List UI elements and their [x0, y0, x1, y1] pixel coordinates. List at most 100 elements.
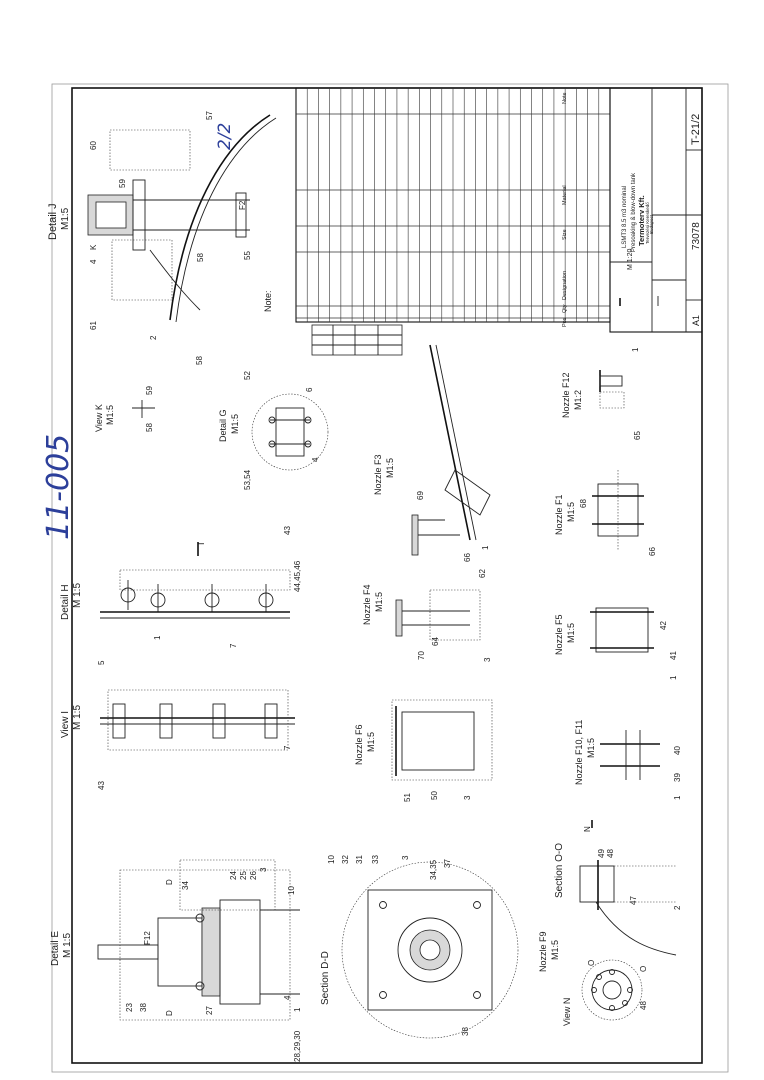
nozzle-f1: Nozzle F1 M1:5 68 66: [554, 470, 657, 556]
section-oo: Section O-O N 49 48 47 2: [554, 820, 682, 956]
callout-de-28: 28,29,30: [293, 1030, 302, 1062]
column-note: Note: [562, 92, 568, 104]
callout-oo-49: 49: [597, 849, 606, 858]
nozzle-f10-scale: M1:5: [586, 738, 596, 758]
label-f2: F2: [238, 200, 247, 210]
detail-g-title: Detail G: [218, 409, 228, 442]
callout-de-d1: D: [165, 879, 174, 885]
title-line-2: Presoaking & blow-down tank: [631, 172, 637, 252]
nozzle-f9-title: Nozzle F9: [538, 931, 548, 972]
view-k-scale: M1:5: [105, 405, 115, 425]
callout-vn-48: 48: [639, 1001, 648, 1010]
callout-f5-42: 42: [659, 621, 668, 630]
nozzle-f3-title: Nozzle F3: [373, 454, 383, 495]
callout-f1-68: 68: [579, 499, 588, 508]
view-i-scale: M 1:5: [72, 705, 83, 730]
callout-dd-33: 33: [371, 855, 380, 864]
callout-dh-44: 44,45,46: [293, 560, 302, 592]
callout-dd-34: 34,35: [429, 859, 438, 880]
callout-de-27: 27: [205, 1006, 214, 1015]
nozzle-f3: Nozzle F3 M1:5 69 66 62 1: [373, 344, 491, 578]
callout-vk-59: 59: [145, 386, 154, 395]
callout-de-25: 25: [239, 871, 248, 880]
nozzle-f4-title: Nozzle F4: [362, 584, 372, 625]
callout-dd-38: 38: [461, 1027, 470, 1036]
callout-57: 57: [205, 111, 214, 120]
nozzle-f5-title: Nozzle F5: [554, 614, 564, 655]
detail-g: Detail G M1:5 52 6 53,54 4: [218, 371, 329, 490]
detail-e-title: Detail E: [50, 931, 61, 966]
section-dd-title: Section D-D: [320, 951, 331, 1005]
callout-dg-4: 4: [311, 457, 320, 462]
callout-f4-70: 70: [417, 651, 426, 660]
title-block: LSMT3 8.5 m3 nominal Presoaking & blow-d…: [609, 87, 703, 333]
callout-f6-51: 51: [403, 793, 412, 802]
callout-dd-31: 31: [355, 855, 364, 864]
note-label: Note:: [263, 290, 273, 312]
callout-61: 61: [89, 321, 98, 330]
callout-dd-10: 10: [327, 855, 336, 864]
callout-f12-65: 65: [633, 431, 642, 440]
callout-59: 59: [118, 179, 127, 188]
title-line-1: LSMT3 8.5 m3 nominal: [622, 186, 628, 248]
callout-dh-43: 43: [283, 526, 292, 535]
company-line-2: Tervezési Kereskedő: [645, 202, 650, 244]
company-name: Termoterv Kft.: [637, 195, 646, 246]
callout-dg-53: 53,54: [243, 469, 252, 490]
section-oo-title: Section O-O: [554, 843, 565, 898]
column-designation: Designation: [562, 271, 568, 300]
callout-f10-40: 40: [673, 746, 682, 755]
view-k-title: View K: [94, 404, 104, 432]
detail-e: Detail E M 1:5 D 34 24 25 26 3 10 F12 23…: [50, 859, 302, 1062]
callout-dg-6: 6: [305, 387, 314, 392]
callout-60: 60: [89, 141, 98, 150]
detail-j-scale: M1:5: [60, 207, 71, 230]
callout-58b: 58: [196, 253, 205, 262]
detail-j: Detail J M1:5 60 59 57 4 K 61 2 58 58 55…: [47, 111, 277, 365]
callout-vi-7: 7: [283, 745, 292, 750]
callout-f3-62: 62: [478, 569, 487, 578]
callout-de-34: 34: [181, 881, 190, 890]
callout-vi-43: 43: [97, 781, 106, 790]
callout-f6-3: 3: [463, 795, 472, 800]
sheet-number: T-21/2: [690, 114, 702, 145]
callout-f3-66: 66: [463, 553, 472, 562]
callout-dh-7: 7: [229, 643, 238, 648]
view-i-title: View I: [60, 711, 71, 738]
callout-58a: 58: [195, 356, 204, 365]
drawing-number: 73078: [691, 222, 702, 250]
column-size: Size: [562, 229, 568, 240]
callout-dd-37: 37: [443, 859, 452, 868]
callout-de-3: 3: [259, 867, 268, 872]
label-de-f12: F12: [143, 931, 152, 945]
callout-f12-1: 1: [631, 347, 640, 352]
callout-de-d2: D: [165, 1010, 174, 1016]
outer-frame: [51, 83, 729, 1073]
nozzle-f6-scale: M1:5: [366, 732, 376, 752]
parts-list-table: [295, 87, 611, 323]
callout-de-26: 26: [249, 871, 258, 880]
nozzle-f4-scale: M1:5: [374, 592, 384, 612]
callout-de-4: 4: [283, 995, 292, 1000]
callout-f4-64: 64: [431, 637, 440, 646]
nozzle-f3-scale: M1:5: [385, 458, 395, 478]
callout-dg-52: 52: [243, 371, 252, 380]
callout-oo-2: 2: [673, 905, 682, 910]
callout-4: 4: [89, 259, 98, 264]
callout-oo-n: N: [583, 826, 592, 832]
callout-f6-50: 50: [430, 791, 439, 800]
column-qty: Qty: [562, 304, 568, 313]
nozzle-f6-title: Nozzle F6: [354, 724, 364, 765]
callout-oo-48: 48: [606, 849, 615, 858]
callout-vn-o1: O: [587, 960, 596, 966]
view-n: View N O O 48: [562, 959, 648, 1026]
nozzle-f1-title: Nozzle F1: [554, 494, 564, 535]
section-dd: Section D-D 10 32 31 33 3 34,35 37 38: [320, 855, 519, 1039]
nozzle-f9: Nozzle F9 M1:5: [538, 931, 560, 972]
nozzle-f1-scale: M1:5: [566, 502, 576, 522]
company-line-3: Budapest: [649, 214, 654, 234]
callout-f3-69: 69: [416, 491, 425, 500]
nozzle-f9-scale: M1:5: [550, 940, 560, 960]
detail-h-scale: M 1:5: [72, 583, 83, 608]
